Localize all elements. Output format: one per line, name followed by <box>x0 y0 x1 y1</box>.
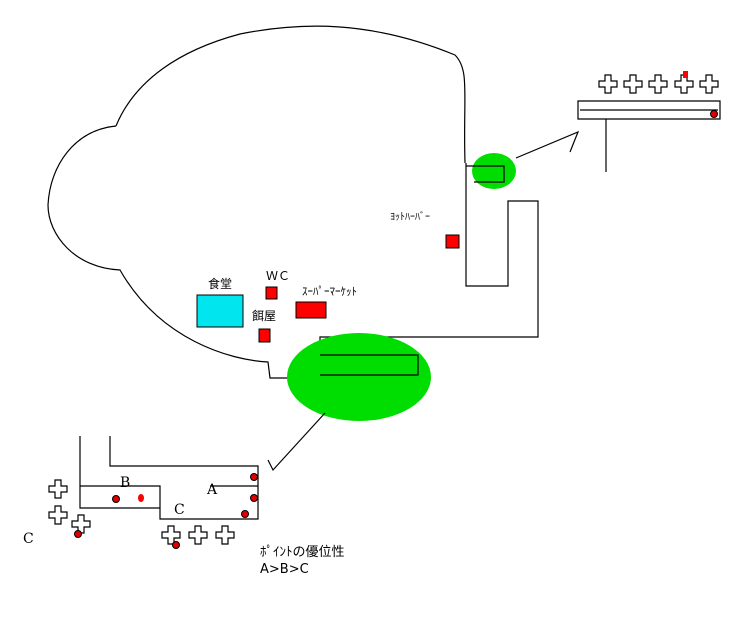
bait-shop-building <box>258 328 271 343</box>
wc-label: ＷＣ <box>266 269 290 283</box>
inset-upper-pier <box>577 100 721 172</box>
cross-marker <box>699 74 719 94</box>
inset-upper-right <box>577 71 721 172</box>
cross-marker <box>623 74 643 94</box>
pier-right-structure <box>319 163 539 355</box>
yacht-harbor-label: ﾖｯﾄﾊｰﾊﾞｰ <box>390 211 430 223</box>
lower-pier-inner <box>320 354 419 376</box>
point-a-label: A <box>206 482 218 498</box>
restaurant-label: 食堂 <box>208 276 232 291</box>
cross-marker <box>674 74 694 94</box>
shoreline-outline <box>47 25 466 379</box>
cross-marker <box>71 514 91 534</box>
point-marker <box>241 510 249 518</box>
cross-marker <box>598 74 618 94</box>
inset-lower-pier <box>79 436 259 520</box>
point-c-left-label: C <box>23 531 34 547</box>
cross-marker <box>215 525 235 545</box>
green-spot-lower <box>287 333 431 421</box>
point-marker <box>250 473 258 481</box>
point-marker <box>710 110 718 118</box>
point-marker <box>74 530 82 538</box>
cross-marker <box>48 479 68 499</box>
cross-marker <box>48 505 68 525</box>
cross-marker <box>648 74 668 94</box>
restaurant-building <box>196 294 244 328</box>
point-marker <box>683 71 688 78</box>
priority-title: ﾎﾟｲﾝﾄの優位性 <box>260 545 345 560</box>
wc-building <box>265 286 278 300</box>
green-spot-upper <box>472 153 516 189</box>
inset-lower-left: A B C C <box>23 436 259 549</box>
bait-shop-label: 餌屋 <box>252 308 276 323</box>
connector-line-lower <box>267 412 326 472</box>
yacht-harbor-building <box>445 234 460 249</box>
supermarket-label: ｽｰﾊﾟｰﾏｰｹｯﾄ <box>302 285 357 298</box>
point-marker <box>250 494 258 502</box>
supermarket-building <box>295 301 327 319</box>
priority-order: A>B>C <box>260 562 309 577</box>
connector-line-upper <box>515 130 580 159</box>
upper-pier-inner <box>466 165 505 183</box>
point-marker <box>138 494 144 502</box>
cross-marker <box>188 525 208 545</box>
point-b-label: B <box>120 475 130 491</box>
point-marker <box>112 495 120 503</box>
point-c-pier-label: C <box>174 502 185 518</box>
point-marker <box>172 541 180 549</box>
